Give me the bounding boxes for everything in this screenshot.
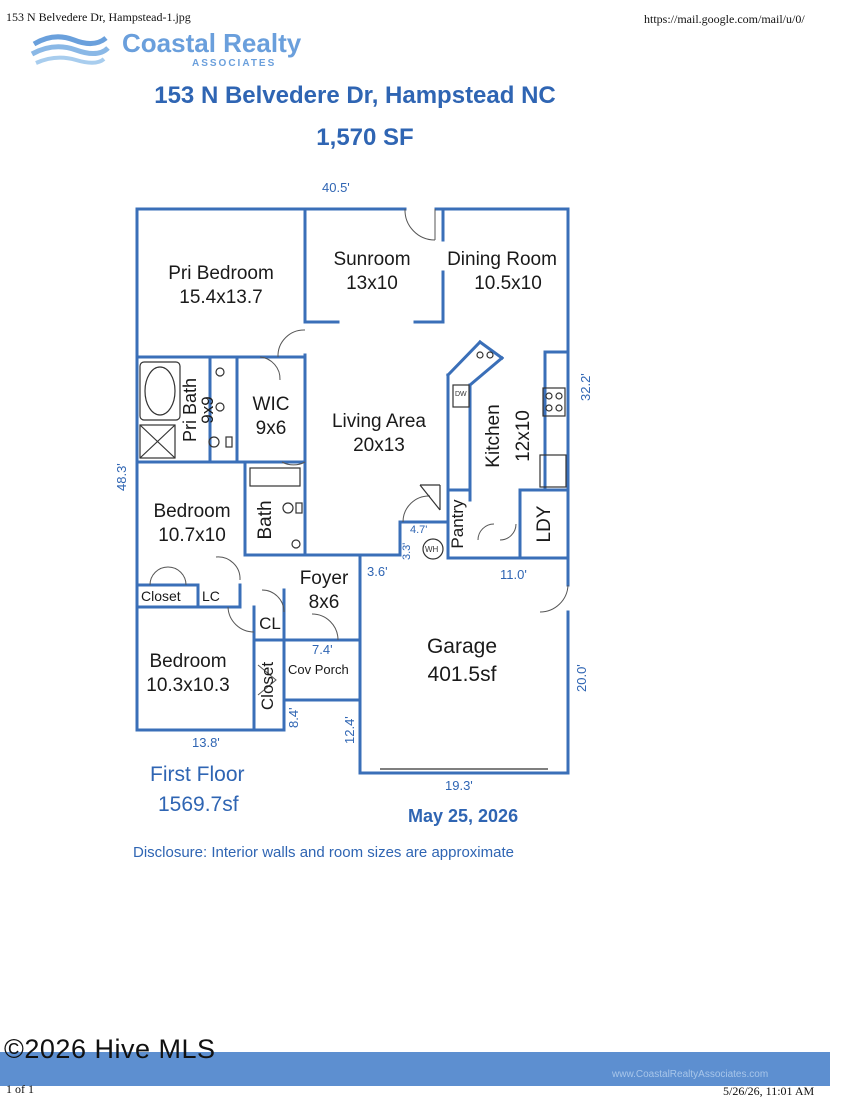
- dim-wh-width: 4.7': [410, 524, 428, 536]
- floor-label: First Floor: [150, 763, 245, 786]
- dim-garage-bottom: 19.3': [445, 778, 473, 793]
- room-dining: Dining Room 10.5x10: [447, 249, 557, 294]
- dim-porch-height: 8.4': [286, 707, 301, 728]
- room-wic: WIC 9x6: [252, 394, 290, 439]
- print-timestamp: 5/26/26, 11:01 AM: [723, 1084, 815, 1098]
- dim-top: 40.5': [322, 180, 350, 195]
- water-heater-label: WH: [425, 545, 439, 554]
- room-laundry: LDY: [534, 505, 555, 543]
- room-kitchen: Kitchen: [483, 404, 504, 468]
- linen-closet-label: LC: [202, 588, 220, 604]
- dim-left: 48.3': [114, 463, 129, 491]
- dim-garage-top: 11.0': [500, 567, 527, 582]
- cov-porch-label: Cov Porch: [288, 662, 349, 677]
- file-name: 153 N Belvedere Dr, Hampstead-1.jpg: [6, 10, 191, 24]
- logo-tagline: ASSOCIATES: [192, 58, 277, 69]
- property-area: 1,570 SF: [316, 124, 414, 151]
- dishwasher-label: DW: [455, 391, 467, 398]
- room-sunroom: Sunroom 13x10: [333, 249, 411, 294]
- dim-bottom-left: 13.8': [192, 735, 220, 750]
- room-kitchen-size: 12x10: [513, 410, 534, 462]
- logo-name: Coastal Realty: [122, 28, 302, 58]
- room-bedroom-2: Bedroom 10.3x10.3: [146, 651, 230, 696]
- disclosure: Disclosure: Interior walls and room size…: [133, 844, 514, 861]
- closet-2-label: Closet: [258, 661, 277, 711]
- wave-logo-icon: [30, 30, 110, 70]
- property-address: 153 N Belvedere Dr, Hampstead NC: [154, 82, 556, 109]
- dim-garage-side: 12.4': [342, 716, 357, 744]
- room-bedroom-1: Bedroom 10.7x10: [153, 501, 231, 546]
- closet-1-label: Closet: [141, 588, 181, 604]
- room-pri-bedroom: Pri Bedroom 15.4x13.7: [168, 263, 274, 308]
- mail-url[interactable]: https://mail.google.com/mail/u/0/: [644, 12, 805, 26]
- room-pri-bath-size: 9x9: [198, 396, 217, 424]
- room-pantry: Pantry: [448, 499, 467, 549]
- room-cl: CL: [259, 614, 281, 633]
- room-foyer: Foyer 8x6: [299, 568, 349, 613]
- dim-garage-left: 3.6': [367, 564, 388, 579]
- dim-wh-height: 3.3': [401, 542, 413, 560]
- dim-porch-width: 7.4': [312, 642, 333, 657]
- room-garage: Garage 401.5sf: [426, 635, 498, 686]
- floor-area: 1569.7sf: [158, 793, 239, 816]
- band-url: www.CoastalRealtyAssociates.com: [612, 1069, 769, 1080]
- mls-copyright: ©2026 Hive MLS: [4, 1034, 216, 1064]
- page-count: 1 of 1: [6, 1082, 34, 1096]
- plan-date: May 25, 2026: [408, 806, 519, 826]
- dim-garage-right: 20.0': [574, 664, 589, 692]
- room-living: Living Area 20x13: [331, 411, 426, 456]
- footer-band: www.CoastalRealtyAssociates.com: [0, 1052, 830, 1086]
- room-bath: Bath: [255, 500, 276, 540]
- dim-right: 32.2': [578, 373, 593, 401]
